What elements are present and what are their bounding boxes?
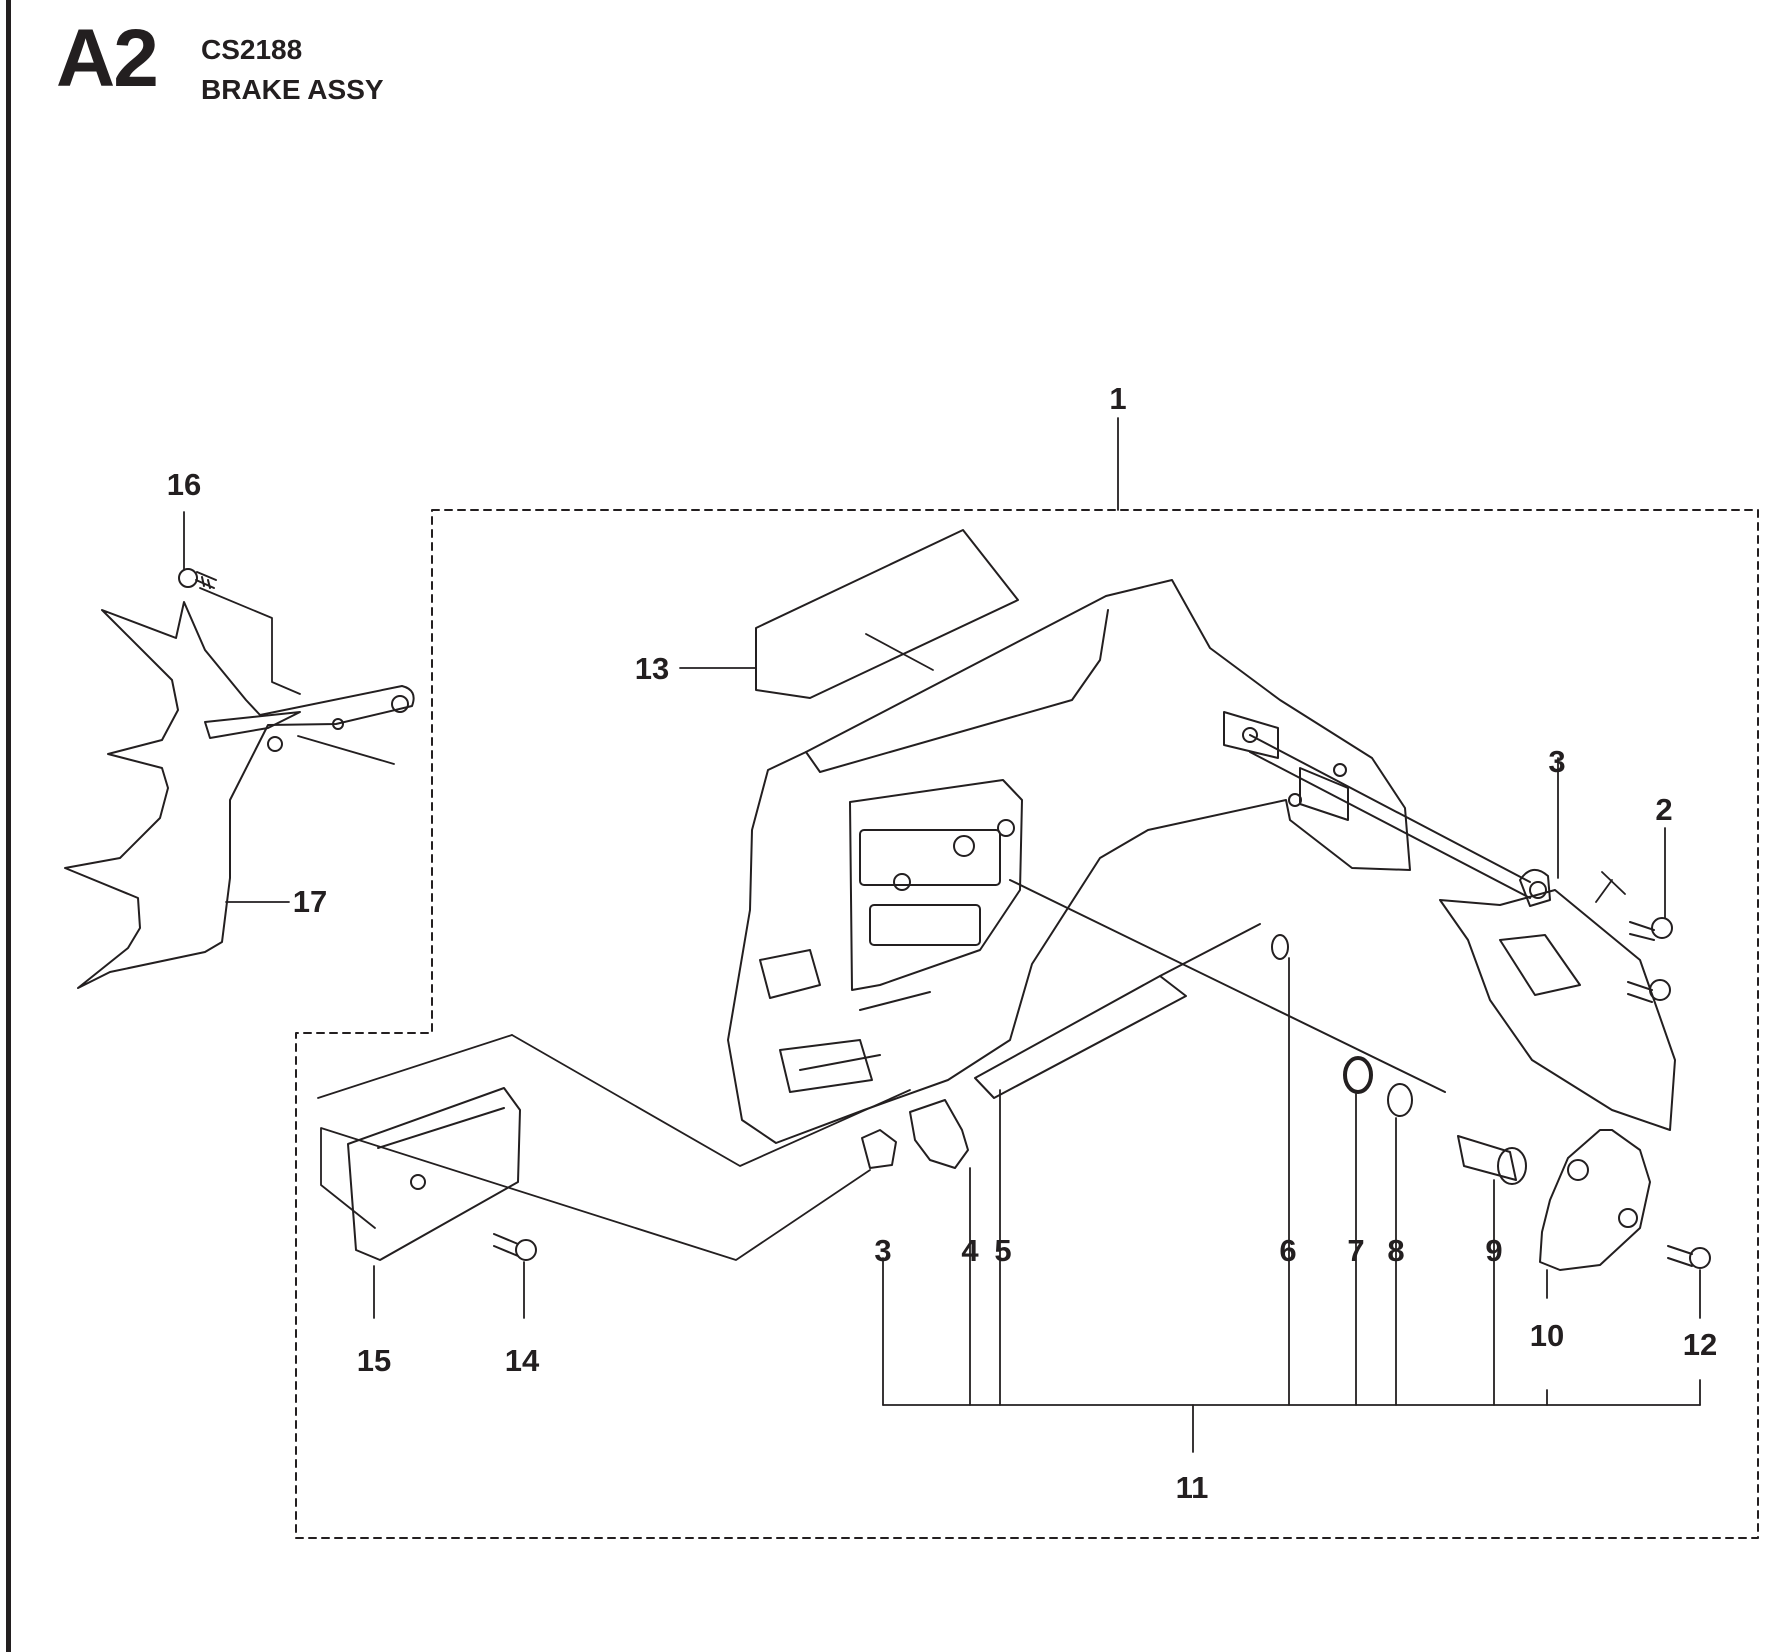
- decal-part-13: [755, 529, 1019, 699]
- callout-15: 15: [357, 1343, 391, 1378]
- screw-part-2: [1627, 917, 1673, 1003]
- screw-part-16: [178, 568, 217, 589]
- bumper-spike-plate: [64, 601, 415, 989]
- callout-3-lower: 3: [874, 1233, 891, 1268]
- brake-lever-assembly: [1439, 869, 1676, 1131]
- assembly-boundary: [295, 509, 1759, 1539]
- callout-10: 10: [1530, 1318, 1564, 1353]
- callout-17: 17: [293, 884, 327, 919]
- callout-13: 13: [635, 651, 669, 686]
- callout-8: 8: [1387, 1233, 1404, 1268]
- leader-lines: [183, 417, 1701, 1453]
- callout-9: 9: [1485, 1233, 1502, 1268]
- callout-6: 6: [1279, 1233, 1296, 1268]
- part-callouts: 1 16 13 17 3 2 3 4 5 6 7 8 9 10 12 15 14…: [167, 381, 1717, 1505]
- end-plate-part-10: [1539, 1129, 1651, 1271]
- section-code: A2: [56, 13, 159, 104]
- callout-1: 1: [1109, 381, 1126, 416]
- screw-part-12: [1667, 1245, 1711, 1269]
- screw-part-14: [493, 1233, 537, 1261]
- assembly-title: BRAKE ASSY: [201, 74, 384, 105]
- callout-7: 7: [1347, 1233, 1364, 1268]
- callout-4: 4: [961, 1233, 979, 1268]
- callout-5: 5: [994, 1233, 1011, 1268]
- model-code: CS2188: [201, 34, 303, 65]
- callout-2: 2: [1655, 792, 1672, 827]
- callout-11: 11: [1176, 1470, 1209, 1505]
- brake-link-bar: [1249, 734, 1531, 899]
- page-left-rule: [6, 0, 11, 1652]
- brake-shaft-assembly: [974, 879, 1527, 1185]
- chain-catcher-part-15: [347, 1087, 521, 1261]
- callout-16: 16: [167, 467, 201, 502]
- pin-part-4: [861, 1099, 969, 1169]
- callout-3-upper: 3: [1548, 744, 1565, 779]
- callout-14: 14: [505, 1343, 540, 1378]
- clutch-cover-body: [727, 579, 1411, 1144]
- callout-12: 12: [1683, 1327, 1717, 1362]
